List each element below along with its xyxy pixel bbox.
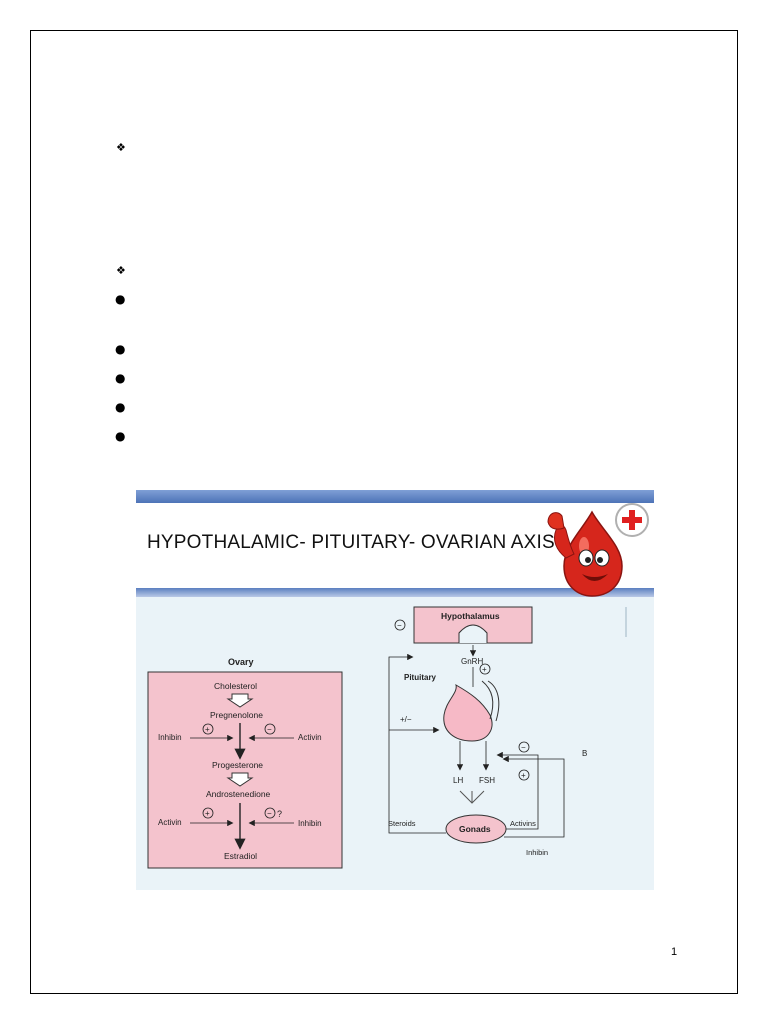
- plus-minus-label: +/−: [400, 715, 412, 724]
- steroids-label: Steroids: [388, 819, 416, 828]
- dot-bullet-icon: ●: [115, 292, 126, 306]
- dot-bullet-icon: ●: [115, 400, 126, 414]
- slide-top-bar: [136, 490, 654, 503]
- lh-label: LH: [453, 776, 463, 785]
- estradiol-label: Estradiol: [224, 851, 257, 861]
- b-label: B: [582, 749, 587, 758]
- dot-bullet-icon: ●: [115, 342, 126, 356]
- minus-sign-label: −: [521, 743, 526, 752]
- ovary-heading: Ovary: [228, 657, 254, 667]
- pregnenolone-label: Pregnenolone: [210, 710, 263, 720]
- embedded-slide-image: HYPOTHALAMIC- PITUITARY- OVARIAN AXIS Ov…: [136, 490, 654, 890]
- cholesterol-label: Cholesterol: [214, 681, 257, 691]
- blood-drop-mascot-icon: [547, 503, 649, 597]
- down-arrow-icon: [226, 693, 254, 708]
- slide-divider-bar: [136, 588, 654, 597]
- minus-sign-label: −: [267, 725, 272, 734]
- plus-sign-label: +: [482, 665, 487, 674]
- gonads-label: Gonads: [459, 824, 491, 834]
- plus-sign-label: +: [205, 809, 210, 818]
- slide-title: HYPOTHALAMIC- PITUITARY- OVARIAN AXIS: [147, 532, 555, 553]
- dot-bullet-icon: ●: [115, 371, 126, 385]
- hypothalamus-label: Hypothalamus: [441, 611, 500, 621]
- ovary-box: [147, 671, 343, 869]
- inhibin-left-label: Inhibin: [158, 733, 182, 742]
- plus-sign-label: +: [521, 771, 526, 780]
- down-arrow-icon: [226, 772, 254, 787]
- activins-label: Activins: [510, 819, 536, 828]
- page-border: [30, 30, 738, 994]
- pituitary-label: Pituitary: [404, 673, 437, 682]
- fsh-label: FSH: [479, 776, 495, 785]
- page-number: 1: [671, 946, 678, 958]
- minus-sign-label: −: [267, 809, 272, 818]
- activin-left-label: Activin: [158, 818, 182, 827]
- inhibin-right-label: Inhibin: [298, 819, 322, 828]
- hpo-axis-diagram: Ovary Cholesterol Pregnenolone Inhibin +…: [147, 606, 627, 869]
- inhibin-label: Inhibin: [526, 848, 548, 857]
- progesterone-label: Progesterone: [212, 760, 263, 770]
- minus-sign-label: −: [397, 621, 402, 630]
- diamond-bullet-icon: ❖: [116, 141, 126, 154]
- activin-right-label: Activin: [298, 733, 322, 742]
- question-mark-label: ?: [277, 809, 282, 819]
- gnrh-label: GnRH: [461, 657, 483, 666]
- diamond-bullet-icon: ❖: [116, 264, 126, 277]
- plus-sign-label: +: [205, 725, 210, 734]
- androstenedione-label: Androstenedione: [206, 789, 271, 799]
- dot-bullet-icon: ●: [115, 429, 126, 443]
- pituitary-gland-shape: [443, 683, 493, 742]
